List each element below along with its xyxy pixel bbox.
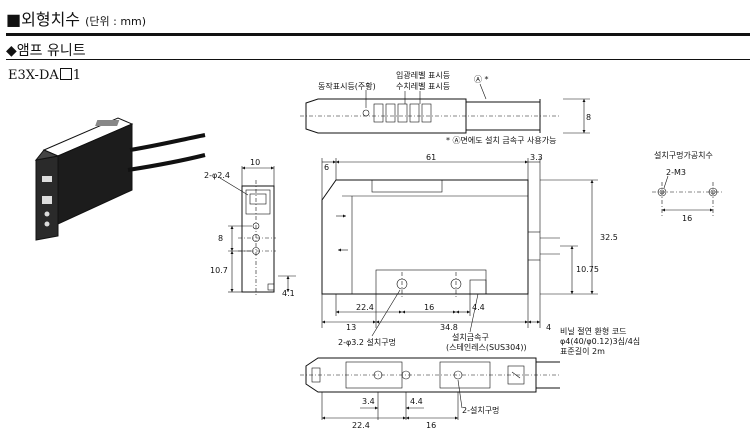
subtitle-marker: ◆ (6, 43, 17, 59)
title-rule (6, 33, 750, 36)
label-digital-level-indicator: 수치레벨 표시등 (396, 81, 450, 91)
side-view (219, 166, 296, 296)
section-subtitle: ◆앰프 유니트 (6, 40, 86, 60)
dim-front-32-5: 32.5 (600, 233, 618, 242)
dim-front-6: 6 (324, 163, 329, 172)
label-cable-line1: 비닐 절연 환형 코드 (560, 326, 627, 336)
hole-pattern-16: 16 (682, 214, 692, 223)
note-face-a-bracket: * Ⓐ면에도 설치 금속구 사용가능 (446, 135, 557, 145)
model-placeholder-box (59, 68, 72, 80)
model-prefix: E3X-DA (8, 68, 59, 83)
label-input-level-indicator: 입광레벨 표시등 (396, 70, 450, 80)
dim-side-4-1: 4.1 (282, 289, 295, 298)
model-suffix: 1 (72, 68, 82, 83)
label-face-a: Ⓐ * (474, 75, 489, 84)
front-view (321, 158, 598, 337)
hole-pattern (652, 175, 724, 216)
dim-bottom-3-4: 3.4 (362, 397, 375, 406)
label-bracket-line1: 설치금속구 (452, 332, 489, 342)
title-marker: ■ (6, 10, 22, 29)
dim-front-4-4: 4.4 (472, 303, 485, 312)
label-bottom-mount-holes: 2-설치구멍 (462, 405, 499, 415)
hole-pattern-m3: 2-M3 (666, 168, 686, 177)
dim-front-61: 61 (426, 153, 436, 162)
title-text: 외형치수 (21, 10, 81, 29)
dim-bottom-16: 16 (426, 421, 436, 430)
dim-front-34-8: 34.8 (440, 323, 458, 332)
dim-front-10-75: 10.75 (576, 265, 599, 274)
top-view (300, 83, 590, 134)
subtitle-rule (6, 59, 750, 60)
label-cable-line3: 표준길이 2m (560, 346, 605, 356)
title-unit: (단위 : mm) (85, 15, 147, 28)
dim-side-width: 10 (250, 158, 260, 167)
dim-side-10-7: 10.7 (210, 266, 228, 275)
dim-bottom-22-4: 22.4 (352, 421, 370, 430)
dim-front-16: 16 (424, 303, 434, 312)
dim-top-height: 8 (586, 113, 591, 122)
bottom-view (300, 357, 560, 420)
dim-front-3-3: 3.3 (530, 153, 543, 162)
subtitle-text: 앰프 유니트 (16, 43, 86, 59)
dim-side-8: 8 (218, 234, 223, 243)
model-name: E3X-DA 1 (8, 68, 81, 83)
label-bracket-line2: (스테인레스(SUS304)) (446, 342, 527, 352)
label-front-mount-holes: 2-φ3.2 설치구멍 (338, 337, 396, 347)
label-operation-indicator: 동작표시등(주황) (318, 81, 376, 91)
page-title: ■외형치수 (단위 : mm) (6, 6, 146, 30)
hole-pattern-title: 설치구멍가공치수 (654, 150, 713, 160)
dim-side-holes: 2-φ2.4 (204, 171, 230, 180)
dim-bottom-4-4: 4.4 (410, 397, 423, 406)
dim-front-4: 4 (546, 323, 551, 332)
label-cable-line2: φ4(40/φ0.12)3심/4심 (560, 336, 640, 346)
dim-front-13: 13 (346, 323, 356, 332)
dim-front-22-4: 22.4 (356, 303, 374, 312)
product-illustration (34, 117, 206, 241)
